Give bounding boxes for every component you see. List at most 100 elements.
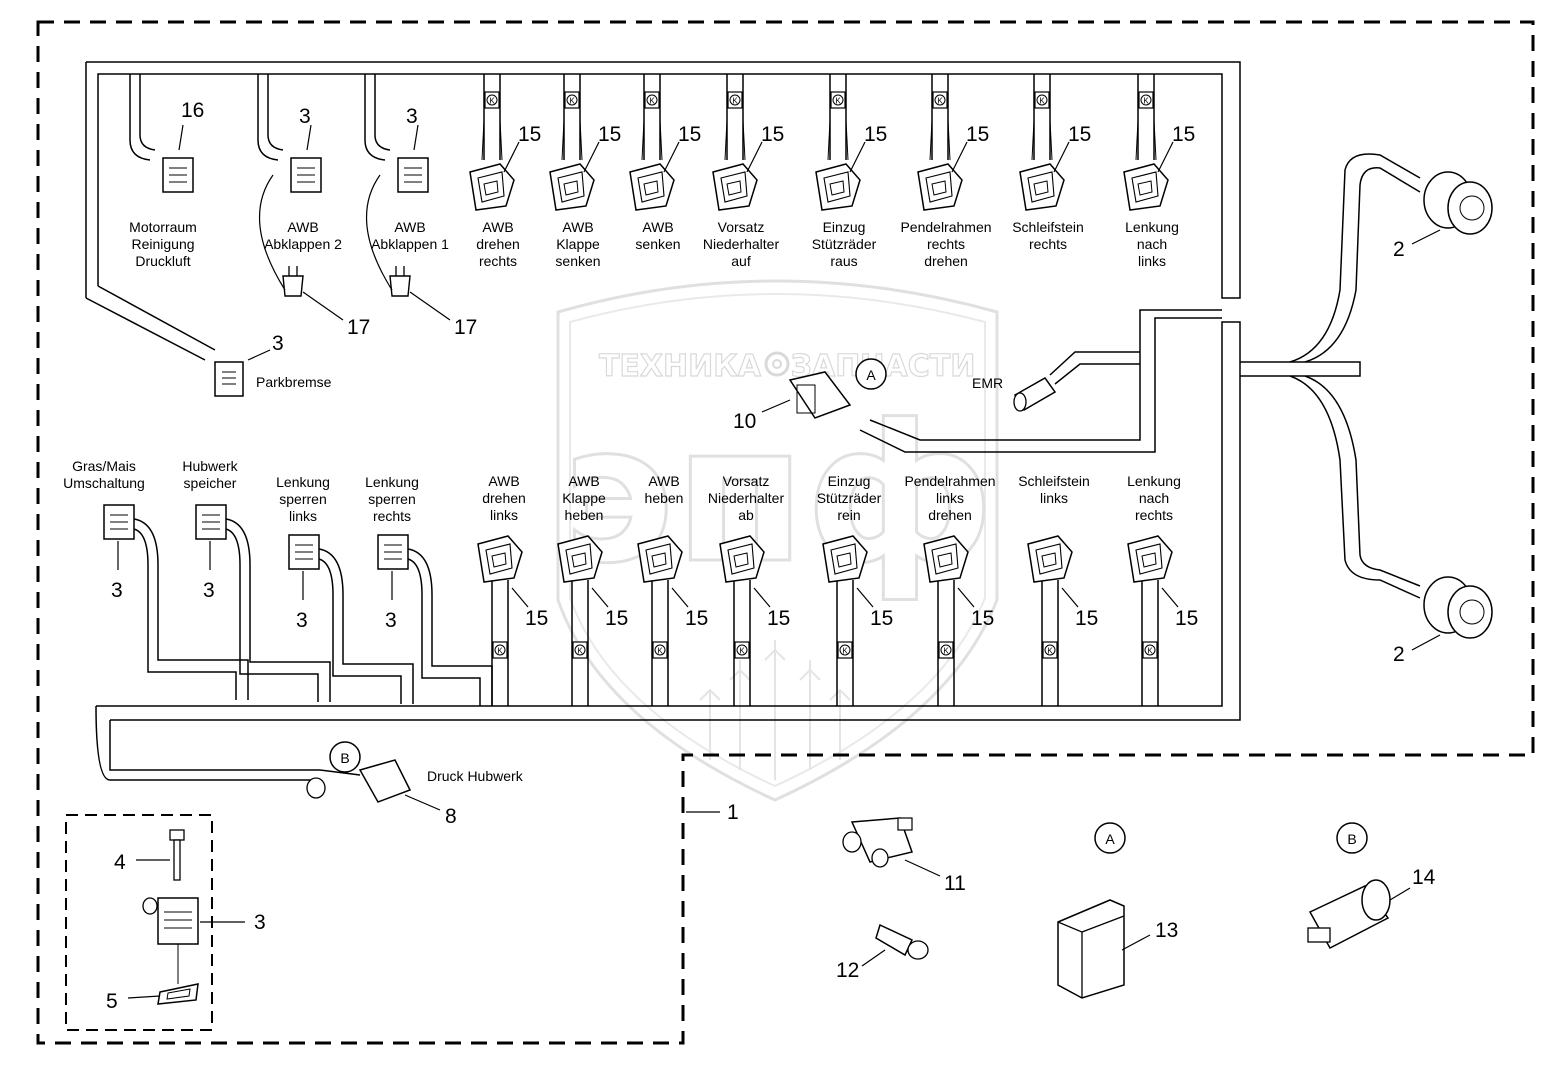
k-marker-letter: K xyxy=(943,647,949,656)
k-marker-icon: K xyxy=(734,641,750,659)
pressure-sensor[interactable]: 14 xyxy=(1307,866,1436,950)
protective-cap[interactable]: 13 xyxy=(1057,899,1178,999)
k-marker-icon: K xyxy=(492,641,508,659)
seal-icon[interactable] xyxy=(157,983,199,1005)
valve-part-number: 15 xyxy=(761,123,784,146)
valve-plug-icon[interactable] xyxy=(142,897,199,945)
valve-label: AWB xyxy=(568,473,599,489)
k-marker-icon: K xyxy=(727,91,743,109)
valve-connector[interactable] xyxy=(629,163,675,211)
valve-label: drehen xyxy=(928,507,972,523)
valve-connector[interactable] xyxy=(637,535,683,583)
valve-connector[interactable] xyxy=(822,535,868,583)
k-marker-icon: K xyxy=(484,91,500,109)
k-marker-letter: K xyxy=(569,97,575,106)
valve-label: rechts xyxy=(927,236,965,252)
valve-label: links xyxy=(1138,253,1166,269)
harness-part-number: 1 xyxy=(727,801,739,824)
k-marker-icon: K xyxy=(932,91,948,109)
valve-connector[interactable] xyxy=(549,163,595,211)
watermark: ТЕХНИКА ЗАПЧАСТИ эпф xyxy=(556,279,999,802)
connector-part-number: 3 xyxy=(385,609,397,632)
connector-label: sperren xyxy=(368,491,415,507)
valve-plug[interactable] xyxy=(288,534,320,570)
k-marker-letter: K xyxy=(1147,647,1153,656)
valve-label: links xyxy=(1040,490,1068,506)
valve-connector[interactable] xyxy=(1123,163,1169,211)
kit-bolt-part-number: 4 xyxy=(114,851,126,874)
connector-label: Hubwerk xyxy=(182,458,238,474)
valve-part-number: 15 xyxy=(685,607,708,630)
tee-connector[interactable]: 11 xyxy=(842,817,966,895)
valve-plug[interactable] xyxy=(290,157,322,193)
valve-label: AWB xyxy=(482,219,513,235)
watermark-wheat-icon xyxy=(699,640,851,780)
valve-plug[interactable] xyxy=(103,504,135,540)
valve-plug[interactable] xyxy=(195,504,227,540)
bolt-icon[interactable] xyxy=(169,829,185,881)
valve-connector[interactable] xyxy=(1019,163,1065,211)
valve-plug[interactable] xyxy=(397,157,429,193)
valve-label: Schleifstein xyxy=(1012,219,1084,235)
valve-label: rein xyxy=(837,507,860,523)
valve-label: links xyxy=(490,507,518,523)
k-marker-icon: K xyxy=(938,641,954,659)
valve-connector[interactable] xyxy=(712,163,758,211)
valve-connector[interactable] xyxy=(1127,535,1173,583)
plug-lower[interactable]: 2 xyxy=(1393,576,1493,666)
air-coupling[interactable] xyxy=(162,157,194,193)
valve-label: Klappe xyxy=(556,236,600,252)
druck-hubwerk-connector[interactable]: B Druck Hubwerk 8 xyxy=(306,741,524,828)
valve-connector[interactable] xyxy=(719,535,765,583)
valve-plug[interactable] xyxy=(377,534,409,570)
connector-part-number: 3 xyxy=(296,609,308,632)
valve-label: Pendelrahmen xyxy=(900,219,991,235)
plug-lower-part-number: 2 xyxy=(1393,643,1405,666)
parkbremse-label: Parkbremse xyxy=(256,374,332,390)
watermark-shield xyxy=(556,279,999,802)
parkbremse-connector[interactable]: 3 Parkbremse xyxy=(214,332,332,397)
k-marker-letter: K xyxy=(497,647,503,656)
valve-connector[interactable] xyxy=(1027,535,1073,583)
valve-connector[interactable] xyxy=(477,535,523,583)
valve-label: drehen xyxy=(924,253,968,269)
valve-label: heben xyxy=(565,507,604,523)
valve-label: nach xyxy=(1139,490,1169,506)
emr-connector[interactable]: EMR xyxy=(972,375,1057,412)
pin-connector[interactable]: 12 xyxy=(836,923,929,982)
valve-label: senken xyxy=(635,236,680,252)
dust-cap-icon[interactable] xyxy=(282,266,304,297)
valve-part-number: 15 xyxy=(1175,607,1198,630)
valve-label: Niederhalter xyxy=(703,236,780,252)
valve-connector[interactable] xyxy=(923,535,969,583)
valve-connector[interactable] xyxy=(917,163,963,211)
druck-hubwerk-label: Druck Hubwerk xyxy=(427,768,524,784)
connector-label: Lenkung xyxy=(365,474,419,490)
center-connector-part-number: 10 xyxy=(733,410,756,433)
valve-connector[interactable] xyxy=(469,163,515,211)
druck-hubwerk-ref: B xyxy=(340,750,349,766)
sensor-ref-B: B xyxy=(1336,822,1368,854)
valve-part-number: 15 xyxy=(518,123,541,146)
valve-connector[interactable] xyxy=(557,535,603,583)
plug-upper-part-number: 2 xyxy=(1393,238,1405,261)
k-marker-letter: K xyxy=(657,647,663,656)
kit-seal-part-number: 5 xyxy=(106,990,118,1013)
valve-connector[interactable] xyxy=(815,163,861,211)
harness-boundary-dashed xyxy=(36,20,1535,1045)
watermark-gear-icon xyxy=(764,351,790,377)
k-marker-icon: K xyxy=(572,641,588,659)
valve-part-number: 15 xyxy=(966,123,989,146)
dust-cap-icon[interactable] xyxy=(389,266,411,297)
plug-upper[interactable]: 2 xyxy=(1393,171,1493,261)
center-connector[interactable]: A 10 xyxy=(733,358,887,433)
valve-label: ab xyxy=(738,507,754,523)
